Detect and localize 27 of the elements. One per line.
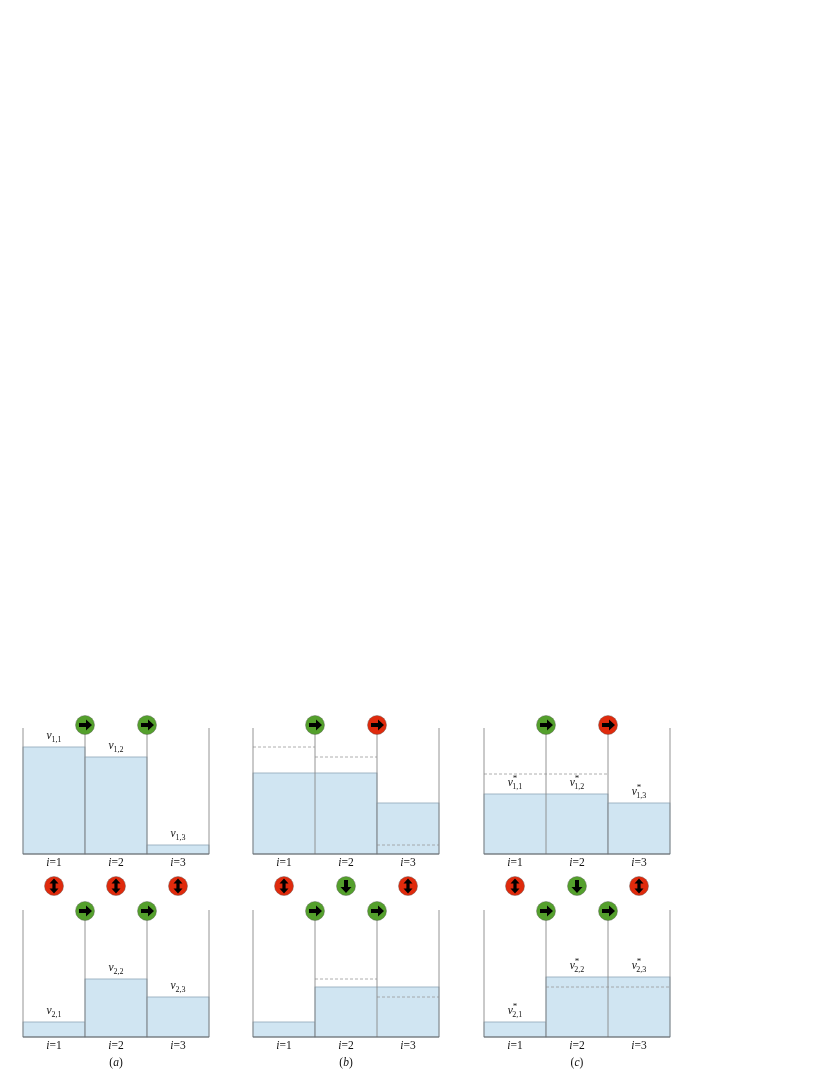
index-label: i=3 [170,1040,186,1052]
variable-label: v$_{2,1}$ [46,1005,62,1019]
panel-label: (b) [339,1057,353,1069]
index-label: i=2 [569,1040,585,1052]
index-label: i=2 [108,1040,124,1052]
index-label: i=1 [276,1040,292,1052]
index-label: i=3 [400,1040,416,1052]
index-label: i=2 [338,1040,354,1052]
index-label: i=2 [338,857,354,869]
variable-label: v$_{2,3}$ [170,980,186,994]
index-label: i=1 [507,1040,523,1052]
index-label: i=3 [631,1040,647,1052]
index-label: i=2 [108,857,124,869]
panel-label: (c) [570,1057,584,1069]
panel-label: (a) [109,1057,123,1069]
index-label: i=3 [170,857,186,869]
index-label: i=1 [46,1040,62,1052]
variable-label: v$_{1,2}$ [108,740,124,754]
index-label: i=3 [400,857,416,869]
variable-label: v$_{1,1}$ [46,730,62,744]
variable-label: v$_{1,3}$ [170,828,186,842]
index-label: i=2 [569,857,585,869]
variable-label: v$_{2,2}$ [108,962,124,976]
index-label: i=1 [507,857,523,869]
index-label: i=1 [276,857,292,869]
index-label: i=3 [631,857,647,869]
index-label: i=1 [46,857,62,869]
